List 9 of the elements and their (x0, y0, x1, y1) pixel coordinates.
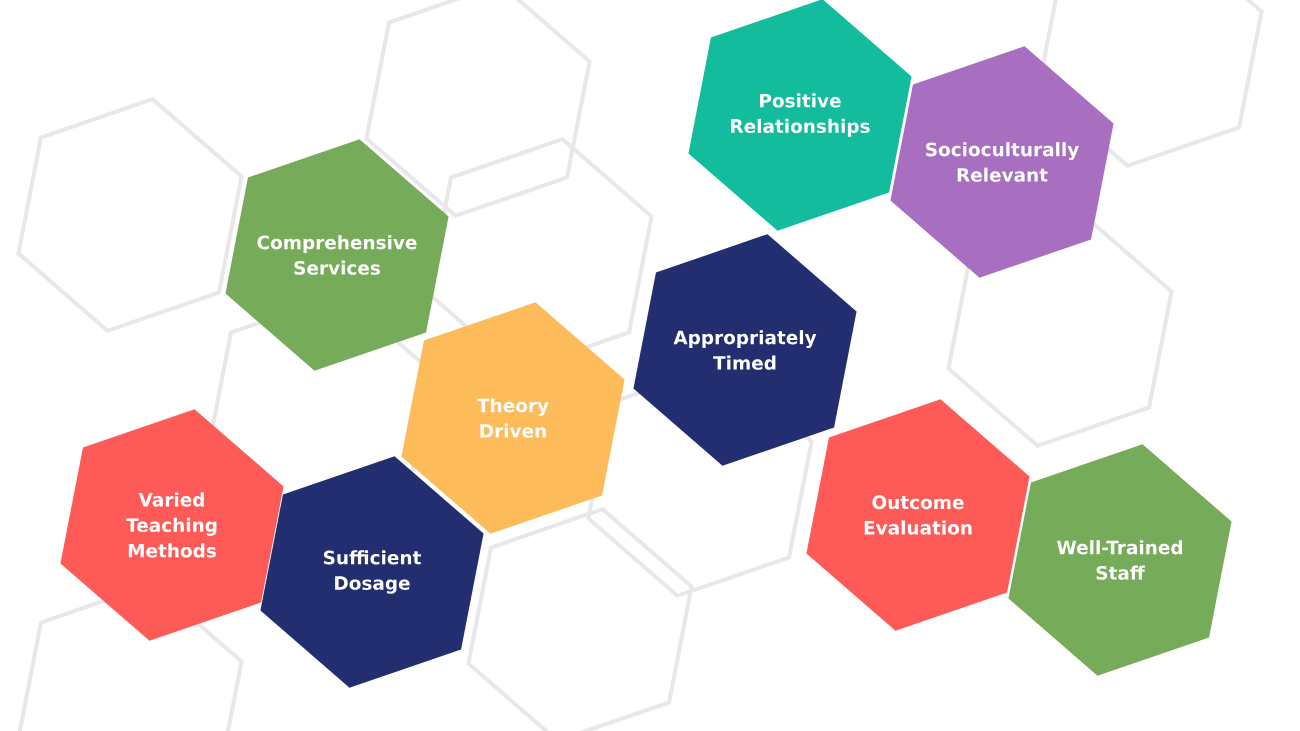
hexagon: Socioculturally Relevant (890, 46, 1114, 278)
hexagon: Well-Trained Staff (1008, 444, 1232, 676)
hexagon: Outcome Evaluation (806, 399, 1030, 631)
hexagon: Comprehensive Services (225, 139, 449, 371)
hexagon: Positive Relationships (688, 0, 912, 231)
hexagon: Sufficient Dosage (260, 456, 484, 688)
hexagon: Theory Driven (401, 302, 625, 534)
hexagon: Appropriately Timed (633, 234, 857, 466)
hexagon: Varied Teaching Methods (60, 409, 284, 641)
